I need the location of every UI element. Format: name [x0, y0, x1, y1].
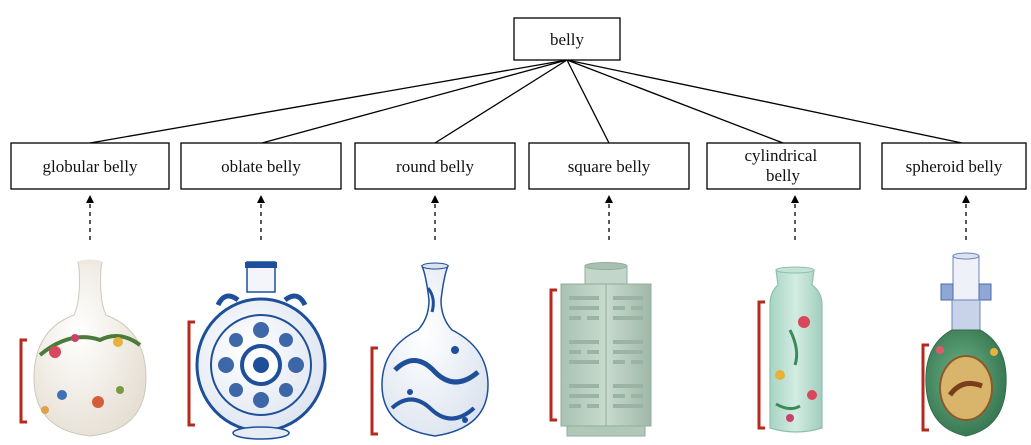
category-label-square: square belly — [568, 157, 651, 176]
category-label-cylindrical: cylindrical belly — [745, 146, 822, 185]
belly-bracket-round — [370, 346, 378, 436]
connector-oblate — [261, 59, 568, 144]
vase-oblate-image — [195, 261, 327, 440]
vase-square-image — [560, 262, 652, 437]
belly-bracket-oblate — [187, 320, 195, 427]
category-label-globular: globular belly — [43, 157, 138, 176]
belly-bracket-square — [549, 288, 557, 422]
arrowhead-icon — [605, 195, 613, 203]
category-node-oblate: oblate belly — [180, 142, 342, 190]
belly-bracket-globular — [19, 338, 27, 424]
belly-bracket-spheroid — [921, 343, 929, 432]
category-node-square: square belly — [528, 142, 690, 190]
vase-spheroid-image — [925, 252, 1007, 437]
dashed-arrows — [89, 202, 967, 240]
category-label-oblate: oblate belly — [221, 157, 301, 176]
connector-lines — [89, 59, 963, 144]
arrowhead-icon — [86, 195, 94, 203]
category-label-cylindrical-line2: belly — [766, 166, 800, 185]
category-label-round: round belly — [396, 157, 474, 176]
connector-spheroid — [566, 59, 963, 144]
arrowhead-icon — [791, 195, 799, 203]
root-node: belly — [513, 17, 621, 61]
arrowhead-icon — [431, 195, 439, 203]
arrowhead-icon — [962, 195, 970, 203]
root-label: belly — [550, 30, 584, 49]
category-node-cylindrical: cylindrical belly — [706, 142, 861, 190]
vase-globular-image — [33, 259, 147, 437]
connector-globular — [89, 59, 568, 144]
belly-bracket-cylindrical — [757, 300, 765, 430]
arrowhead-icon — [257, 195, 265, 203]
category-label-cylindrical-line1: cylindrical — [745, 146, 818, 165]
vase-cylindrical-image — [769, 266, 823, 433]
category-node-round: round belly — [354, 142, 516, 190]
category-label-spheroid: spheroid belly — [906, 157, 1003, 176]
connector-square — [566, 59, 610, 144]
category-node-globular: globular belly — [10, 142, 170, 190]
connector-cylindrical — [566, 59, 784, 144]
arrow-heads — [86, 195, 970, 203]
vase-round-image — [381, 262, 489, 437]
category-node-spheroid: spheroid belly — [881, 142, 1027, 190]
connector-round — [434, 59, 568, 144]
